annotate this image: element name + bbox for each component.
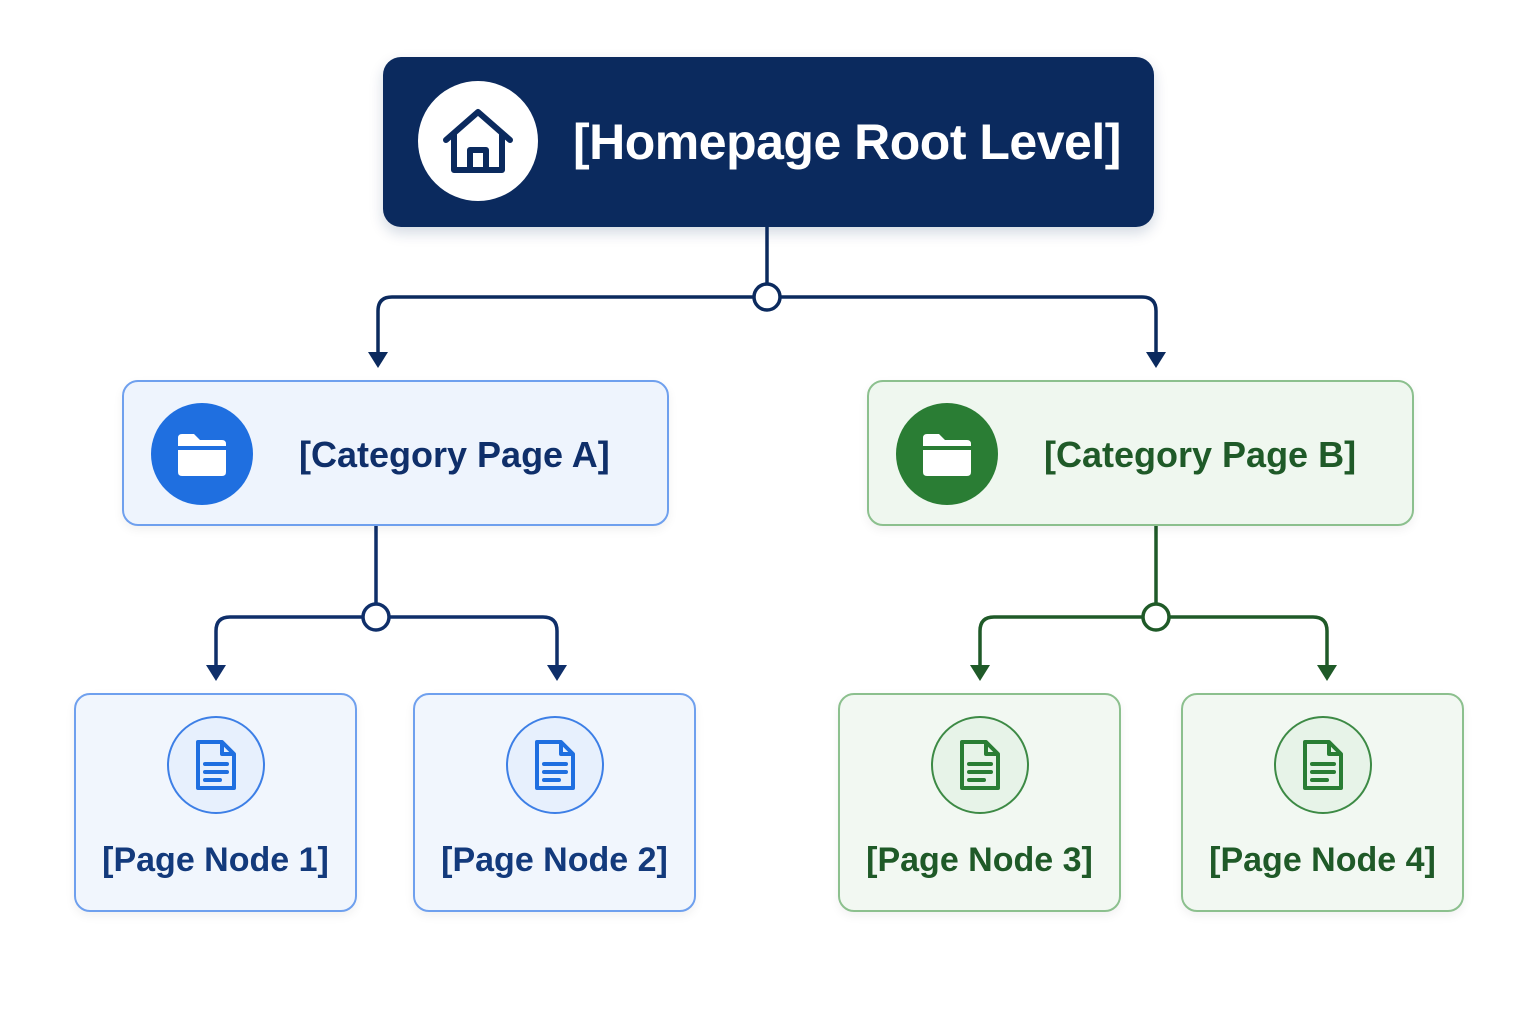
page-node-1[interactable]: [Page Node 1] [74, 693, 357, 912]
arrow-to-category-a [368, 352, 388, 368]
root-junction-node [752, 282, 782, 312]
category-node-b[interactable]: [Category Page B] [867, 380, 1414, 526]
page-node-4[interactable]: [Page Node 4] [1181, 693, 1464, 912]
document-icon [1274, 716, 1372, 814]
page-node-2-label: [Page Node 2] [441, 841, 668, 879]
arrow-to-page-node-2 [547, 665, 567, 681]
page-node-4-label: [Page Node 4] [1209, 841, 1436, 879]
document-icon [506, 716, 604, 814]
category-a-label: [Category Page A] [299, 434, 610, 475]
page-node-2[interactable]: [Page Node 2] [413, 693, 696, 912]
document-icon [931, 716, 1029, 814]
arrow-to-page-node-4 [1317, 665, 1337, 681]
branch-b-junction-node [1141, 602, 1171, 632]
branch-a-junction-node [361, 602, 391, 632]
folder-icon [151, 403, 253, 505]
branch-b-connector [978, 526, 1329, 665]
category-node-a[interactable]: [Category Page A] [122, 380, 669, 526]
document-icon [167, 716, 265, 814]
page-node-1-label: [Page Node 1] [102, 841, 329, 879]
root-node-label: [Homepage Root Level] [573, 114, 1121, 170]
root-connector [376, 227, 1158, 352]
page-node-3-label: [Page Node 3] [866, 841, 1093, 879]
folder-icon [896, 403, 998, 505]
arrow-to-page-node-1 [206, 665, 226, 681]
homepage-root-node[interactable]: [Homepage Root Level] [383, 57, 1154, 227]
arrow-to-page-node-3 [970, 665, 990, 681]
arrow-to-category-b [1146, 352, 1166, 368]
page-node-3[interactable]: [Page Node 3] [838, 693, 1121, 912]
home-icon [418, 81, 538, 201]
branch-a-connector [214, 526, 559, 665]
category-b-label: [Category Page B] [1044, 434, 1357, 475]
